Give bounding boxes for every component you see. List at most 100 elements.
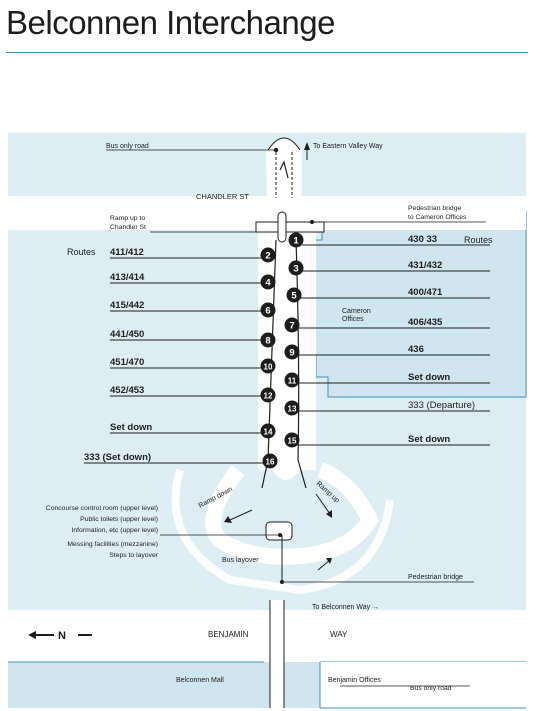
label-information: Information, etc (upper level) bbox=[71, 527, 158, 534]
bay-marker bbox=[286, 287, 302, 303]
bay-4: 4 bbox=[260, 274, 276, 290]
bay-13: 13 bbox=[284, 400, 300, 416]
bay-2: 2 bbox=[260, 247, 276, 263]
route-left: 452/453 bbox=[110, 385, 144, 396]
bay-marker bbox=[260, 247, 276, 263]
label-bus-layover: Bus layover bbox=[222, 557, 259, 564]
bay-11: 11 bbox=[284, 372, 300, 388]
route-right: 333 (Departure) bbox=[408, 400, 475, 411]
turn-arrow-icon bbox=[279, 160, 289, 179]
bay-number: 11 bbox=[288, 376, 297, 385]
route-right: 406/435 bbox=[408, 317, 443, 328]
bay-8: 8 bbox=[260, 332, 276, 348]
label-ramp-up-1: Ramp up to bbox=[110, 215, 145, 222]
route-right: 400/471 bbox=[408, 287, 443, 298]
platform-arc bbox=[267, 137, 301, 151]
bay-marker bbox=[284, 317, 300, 333]
route-right: Set down bbox=[408, 434, 450, 445]
bay-15: 15 bbox=[284, 432, 300, 448]
benjamin-offices-block bbox=[320, 662, 526, 708]
bus-loop bbox=[205, 462, 380, 565]
bay-6: 6 bbox=[260, 302, 276, 318]
label-ped-bridge-top-2: to Cameron Offices bbox=[408, 214, 467, 221]
route-right: Set down bbox=[408, 372, 450, 383]
bay-marker bbox=[284, 372, 300, 388]
route-left: 333 (Set down) bbox=[84, 452, 151, 463]
bay-marker bbox=[288, 260, 304, 276]
ramp-down-arrow-icon bbox=[224, 516, 232, 523]
route-left: 411/412 bbox=[110, 247, 144, 258]
label-chandler-st: CHANDLER ST bbox=[196, 192, 249, 201]
bay-7: 7 bbox=[284, 317, 300, 333]
label-belconnen-mall: Belconnen Mall bbox=[176, 677, 224, 684]
page-title: Belconnen Interchange bbox=[6, 4, 335, 41]
north-arrow-icon bbox=[28, 631, 36, 639]
label-routes-left: Routes bbox=[67, 247, 96, 257]
label-steps: Steps to layover bbox=[109, 552, 158, 559]
bay-number: 8 bbox=[265, 335, 270, 346]
label-north: N bbox=[58, 630, 66, 642]
label-benjamin-offices: Benjamin Offices bbox=[328, 677, 381, 684]
route-right: 430 33 bbox=[408, 234, 437, 245]
bay-marker bbox=[284, 400, 300, 416]
label-benjamin: BENJAMIN bbox=[208, 630, 249, 639]
label-routes-right: Routes bbox=[464, 235, 493, 245]
bay-number: 6 bbox=[265, 305, 270, 316]
arrow-up-icon bbox=[304, 142, 310, 150]
bay-number: 9 bbox=[289, 347, 294, 358]
bay-marker bbox=[284, 344, 300, 360]
routes-layer: 411/412 413/414 415/442 441/450 451/470 452/4… bbox=[84, 234, 490, 464]
bay-10: 10 bbox=[260, 358, 276, 374]
bay-marker bbox=[260, 358, 276, 374]
route-left: 451/470 bbox=[110, 357, 144, 368]
bay-marker bbox=[260, 332, 276, 348]
title-rule bbox=[6, 52, 528, 53]
bay-3: 3 bbox=[288, 260, 304, 276]
benjamin-way-road bbox=[8, 610, 526, 654]
concourse-building bbox=[265, 521, 293, 541]
bay-number: 1 bbox=[293, 235, 299, 246]
bay-marker bbox=[260, 302, 276, 318]
label-messing: Messing facilities (mezzanine) bbox=[67, 541, 158, 548]
bay-number: 16 bbox=[266, 457, 275, 466]
label-ped-bridge-bottom: Pedestrian bridge bbox=[408, 574, 463, 581]
bay-number: 4 bbox=[265, 277, 271, 288]
route-left: 441/450 bbox=[110, 329, 144, 340]
label-ped-bridge-top-1: Pedestrian bridge bbox=[408, 205, 461, 212]
bay-5: 5 bbox=[286, 287, 302, 303]
route-left: 413/414 bbox=[110, 272, 145, 283]
bay-number: 5 bbox=[291, 290, 297, 301]
label-concourse-control: Concourse control room (upper level) bbox=[46, 505, 158, 512]
label-ramp-up-2: Chandler St bbox=[110, 224, 146, 231]
bay-marker bbox=[260, 387, 276, 403]
bay-marker bbox=[288, 232, 304, 248]
label-to-eastern-valley: To Eastern Valley Way bbox=[313, 143, 383, 150]
bus-loop-outer bbox=[171, 468, 394, 595]
label-cameron-1: Cameron bbox=[342, 308, 371, 315]
bay-marker bbox=[260, 274, 276, 290]
bay-number: 10 bbox=[264, 362, 273, 371]
route-left: Set down bbox=[110, 422, 152, 433]
route-right: 431/432 bbox=[408, 260, 442, 271]
bay-marker bbox=[262, 453, 278, 469]
bay-14: 14 bbox=[260, 423, 276, 439]
bay-number: 14 bbox=[264, 427, 273, 436]
ramp-up-arrow-icon bbox=[326, 510, 332, 518]
route-left: 415/442 bbox=[110, 300, 144, 311]
label-cameron-2: Offices bbox=[342, 316, 364, 323]
ramp-deck bbox=[255, 221, 325, 233]
bay-number: 7 bbox=[289, 320, 294, 331]
route-right: 436 bbox=[408, 344, 424, 355]
bay-number: 2 bbox=[265, 250, 270, 261]
bay-number: 13 bbox=[288, 404, 297, 413]
bay-12: 12 bbox=[260, 387, 276, 403]
walkway bbox=[270, 600, 284, 708]
label-public-toilets: Public toilets (upper level) bbox=[80, 516, 158, 523]
bay-16: 16 bbox=[262, 453, 278, 469]
bay-number: 15 bbox=[288, 436, 297, 445]
bay-marker bbox=[284, 432, 300, 448]
bay-number: 3 bbox=[293, 263, 298, 274]
